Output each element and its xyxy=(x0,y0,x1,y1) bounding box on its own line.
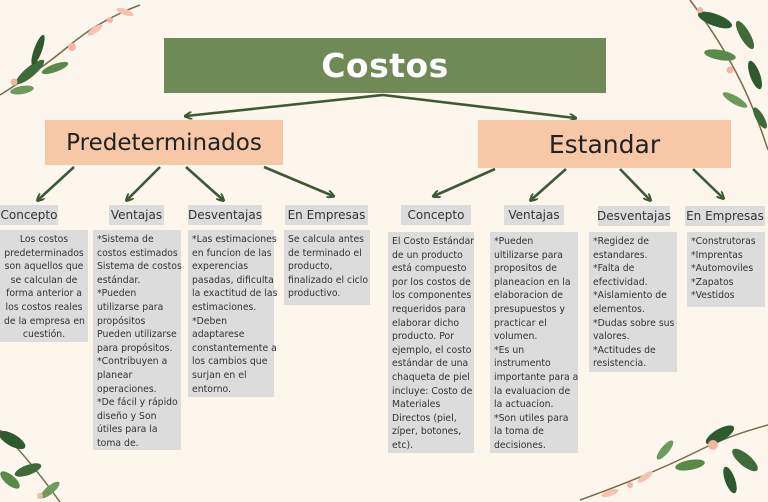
right-desventajas-text: *Regidez de estandares. *Falta de efecti… xyxy=(589,232,677,372)
branch-estandar: Estandar xyxy=(478,120,731,168)
leaf-decoration-top-right xyxy=(689,0,768,151)
arrow-left-concepto xyxy=(38,166,75,200)
right-ventajas-label: Ventajas xyxy=(504,205,564,225)
arrow-to-estandar xyxy=(382,93,575,118)
arrow-left-ventajas xyxy=(127,166,161,200)
right-empresas-label: En Empresas xyxy=(685,206,765,226)
right-concepto-text: El Costo Estándar de un producto está co… xyxy=(388,232,474,453)
arrow-left-empresas xyxy=(263,165,333,196)
left-concepto-text: Los costos predeterminados son aquellos … xyxy=(0,230,88,342)
left-ventajas-label: Ventajas xyxy=(109,205,164,225)
right-ventajas-text: *Pueden ultilizarse para propositos de p… xyxy=(490,232,578,453)
left-empresas-label: En Empresas xyxy=(285,205,368,225)
left-desventajas-label: Desventajas xyxy=(188,205,262,225)
left-concepto-label: Concepto xyxy=(0,205,58,225)
leaf-decoration-top-left xyxy=(0,4,141,96)
leaf-decoration-bottom-left xyxy=(0,429,61,502)
arrow-right-empresas xyxy=(692,168,723,198)
arrow-right-concepto xyxy=(434,167,496,196)
left-empresas-text: Se calcula antes de terminado el product… xyxy=(284,230,370,305)
branch-predeterminados: Predeterminados xyxy=(45,120,283,165)
arrow-right-desventajas xyxy=(619,168,650,200)
arrow-to-predeterminados xyxy=(186,93,384,116)
arrow-left-desventajas xyxy=(185,166,223,200)
main-title: Costos xyxy=(164,38,606,93)
arrow-right-ventajas xyxy=(531,168,567,200)
right-desventajas-label: Desventajas xyxy=(597,206,671,226)
right-empresas-text: *Construtoras *Imprentas *Automoviles *Z… xyxy=(687,232,765,307)
right-concepto-label: Concepto xyxy=(401,205,471,225)
left-ventajas-text: *Sistema de costos estimados Sistema de … xyxy=(93,230,182,450)
left-desventajas-text: *Las estimaciones en funcion de las expe… xyxy=(188,230,277,397)
leaf-decoration-bottom-right xyxy=(579,424,768,501)
